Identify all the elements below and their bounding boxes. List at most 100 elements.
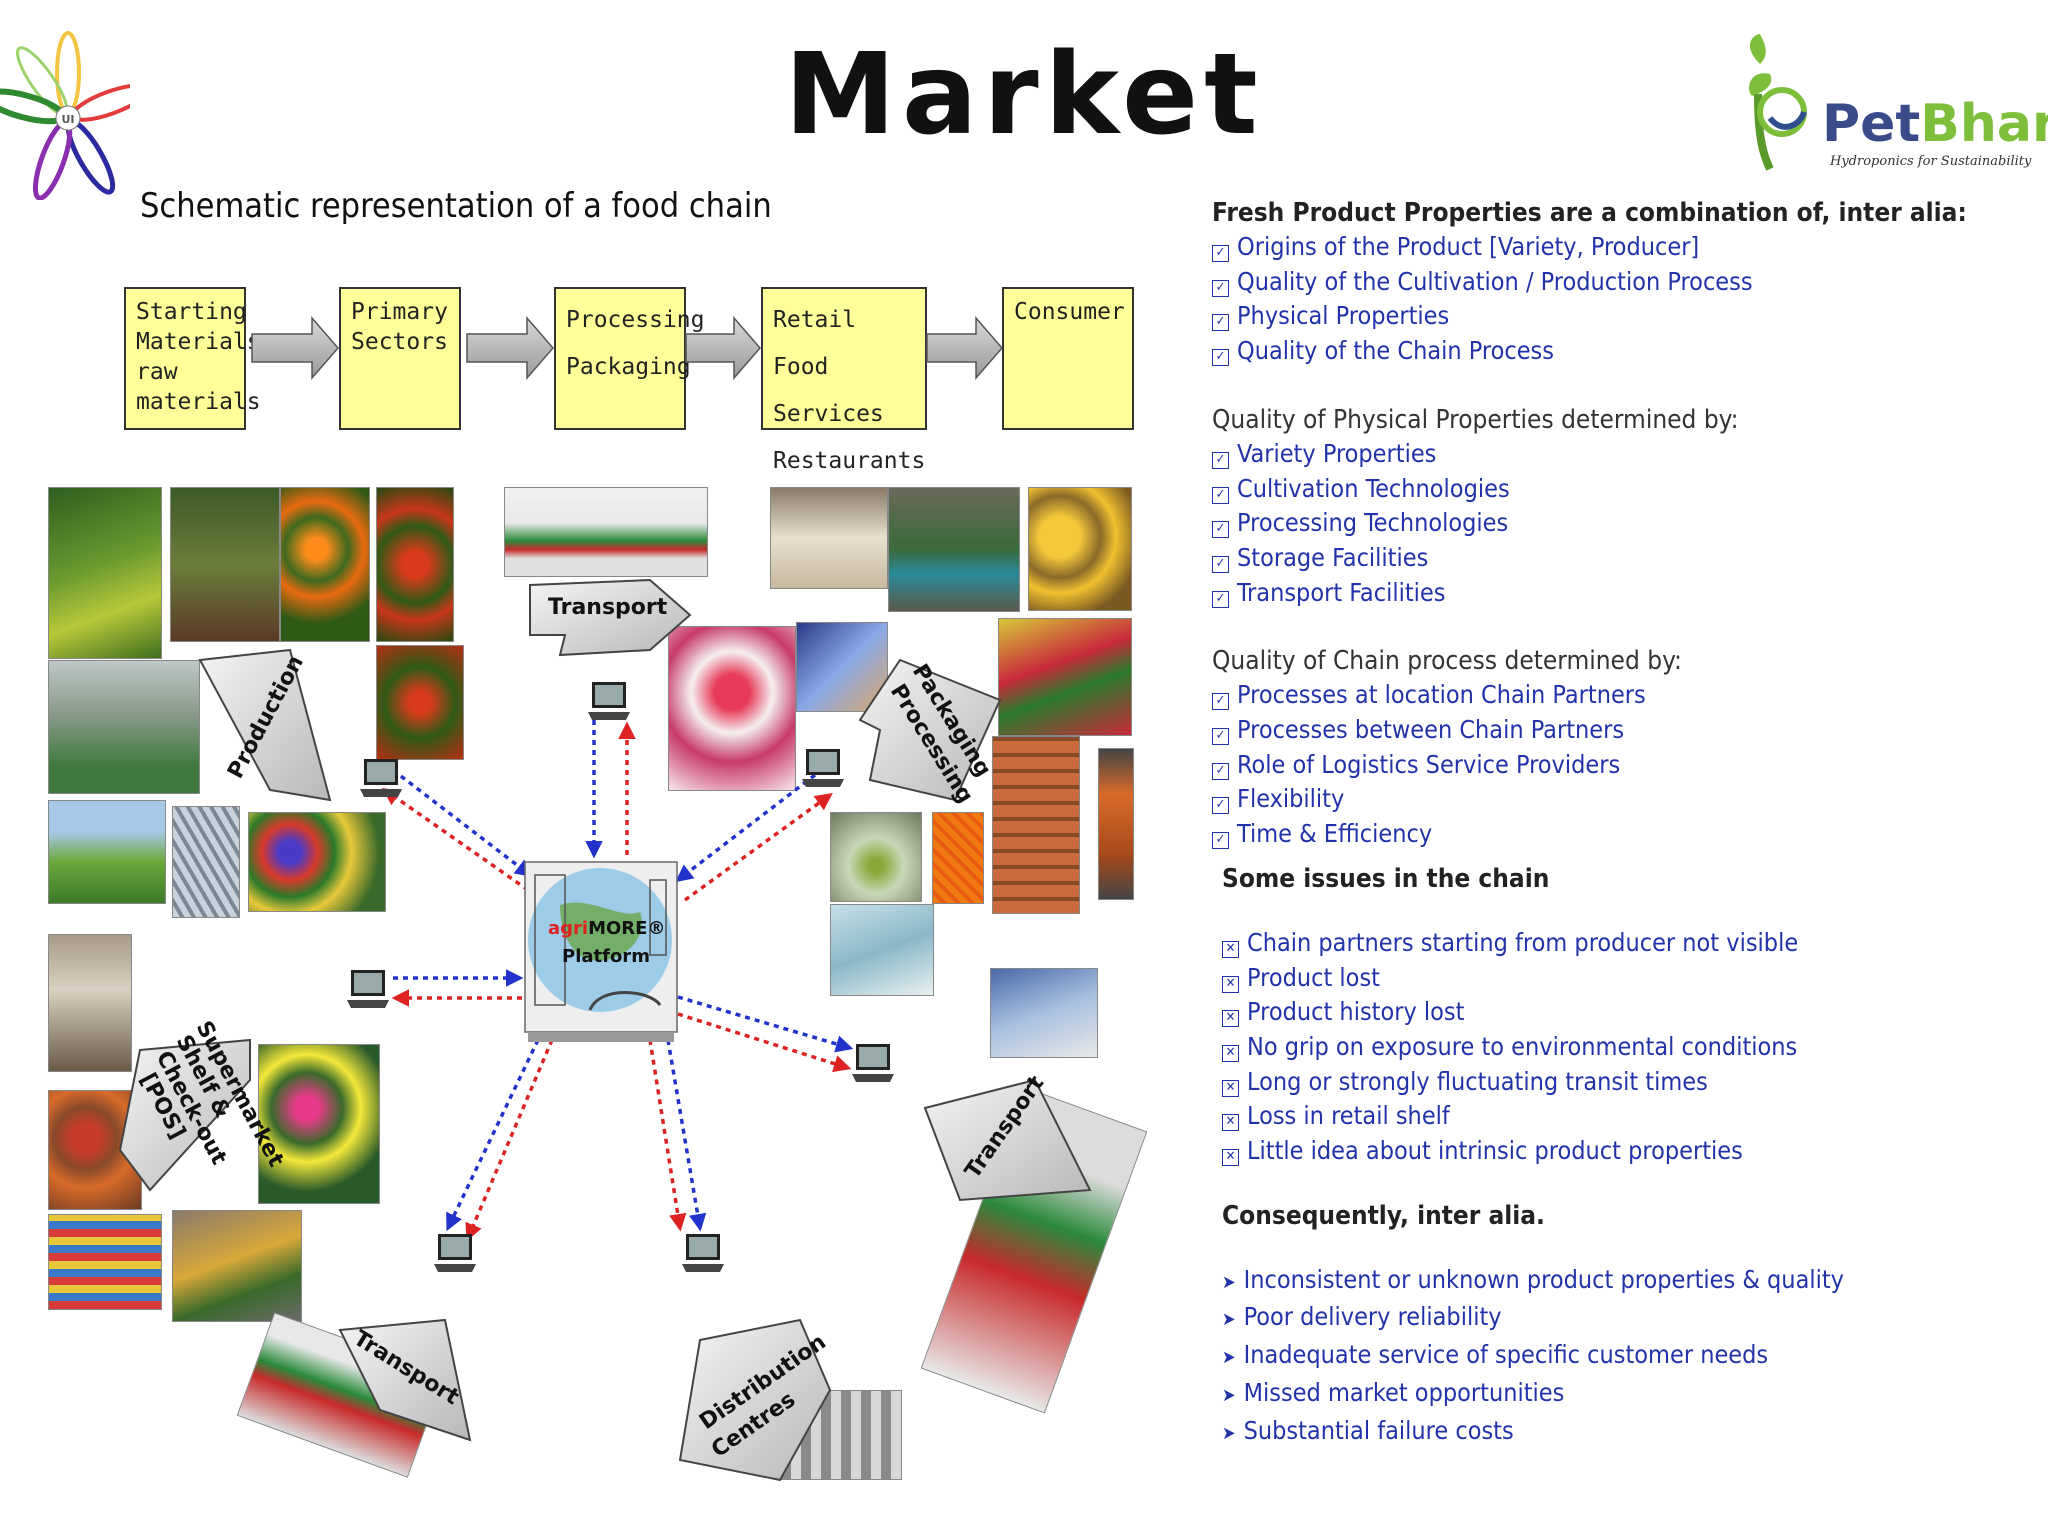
arrow-bullet-icon: ➤ (1222, 1309, 1236, 1331)
issues-list: ✕Chain partners starting from producer n… (1212, 926, 2032, 1169)
platform-prefix: agri (548, 918, 588, 939)
photo-packaged-food (796, 622, 888, 712)
checkbox-icon: ✓ (1212, 521, 1229, 539)
flow-box-line: Restaurants (773, 448, 926, 474)
list-item: ✕Product history lost (1222, 995, 2032, 1030)
photo-greenhouse-worker (48, 660, 200, 794)
list-item: ✕Little idea about intrinsic product pro… (1222, 1134, 2032, 1169)
list-item: ✓Processes at location Chain Partners (1212, 678, 2032, 713)
flower-logo-text: UI (61, 113, 74, 126)
list-item: ✓Storage Facilities (1212, 541, 2032, 576)
laptop-icon (347, 970, 389, 1008)
flow-box-processing-packaging: Processing Packaging (554, 287, 704, 430)
stage-arrow-production: Production (198, 648, 332, 802)
checkbox-icon: ✓ (1212, 451, 1229, 469)
photo-storage-hall (830, 812, 922, 902)
list-item: ✓Transport Facilities (1212, 576, 2032, 611)
petbharo-logo-icon (1749, 34, 1807, 171)
photo-tomatoes (376, 487, 454, 642)
photo-oranges-closeup (932, 812, 984, 904)
diagram-subtitle: Schematic representation of a food chain (140, 186, 772, 226)
checkbox-icon: ✓ (1212, 555, 1229, 573)
platform-network: Production Transport Packaging Processin… (118, 578, 1092, 1482)
logo-name-pet: Pet (1822, 94, 1921, 154)
photo-washing-line (830, 904, 934, 996)
checkbox-icon: ✓ (1212, 314, 1229, 332)
stage-label-transport-top: Transport (548, 595, 668, 620)
flow-box-consumer: Consumer (1002, 287, 1134, 430)
checkbox-icon: ✓ (1212, 279, 1229, 297)
photo-packhouse (888, 487, 1020, 612)
flow-box-line: Starting (136, 299, 247, 325)
photo-processing-line (770, 487, 888, 589)
laptop-icon (802, 749, 844, 787)
flow-arrow-icon (926, 315, 1003, 381)
flow-box-line: Packaging (566, 354, 691, 380)
flow-box-line: Consumer (1014, 299, 1125, 325)
flow-box-line: Food Services (773, 354, 884, 427)
checkbox-icon: ✓ (1212, 590, 1229, 608)
arrow-bullet-icon: ➤ (1222, 1347, 1236, 1369)
flower-logo-icon: UI (0, 31, 130, 200)
list-item: ➤Inadequate service of specific customer… (1222, 1338, 2032, 1376)
checkbox-icon: ✓ (1212, 797, 1229, 815)
stage-arrow-transport-right: Transport (923, 1071, 1092, 1202)
photo-truck-top (504, 487, 708, 577)
list-item: ✕Loss in retail shelf (1222, 1099, 2032, 1134)
physical-heading: Quality of Physical Properties determine… (1212, 404, 1739, 435)
flow-arrow-icon (685, 315, 761, 381)
checkbox-icon: ✕ (1222, 1079, 1239, 1097)
flow-box-line: raw (136, 359, 178, 385)
list-item: ✓Origins of the Product [Variety, Produc… (1212, 230, 2032, 265)
list-item: ✓Time & Efficiency (1212, 817, 2032, 852)
chain-heading: Quality of Chain process determined by: (1212, 646, 1682, 677)
arrow-bullet-icon: ➤ (1222, 1422, 1236, 1444)
flow-arrow-icon (466, 315, 554, 381)
photo-mango-boxes (1028, 487, 1132, 611)
checkbox-icon: ✓ (1212, 728, 1229, 746)
laptop-icon (360, 759, 402, 797)
photo-greenhouse-roof (172, 806, 240, 918)
checkbox-icon: ✓ (1212, 245, 1229, 262)
stage-arrow-supermarket: Supermarket Shelf & Check-out [POS] (118, 1017, 289, 1192)
stage-arrow-transport-top: Transport (529, 578, 692, 657)
flow-box-line: Sectors (351, 329, 448, 355)
checkbox-icon: ✕ (1222, 1044, 1239, 1062)
checkbox-icon: ✕ (1222, 940, 1239, 958)
flow-box-retail: Retail Food Services Restaurants (761, 287, 927, 474)
flow-box-line: Retail (773, 307, 857, 333)
physical-list: ✓Variety Properties ✓Cultivation Technol… (1212, 437, 2032, 611)
list-item: ✕No grip on exposure to environmental co… (1222, 1030, 2032, 1065)
checkbox-icon: ✓ (1212, 486, 1229, 504)
photo-supermarket-shelf (48, 1214, 162, 1310)
checkbox-icon: ✕ (1222, 975, 1239, 993)
photo-produce-display (172, 1210, 302, 1322)
chain-list: ✓Processes at location Chain Partners ✓P… (1212, 678, 2032, 852)
list-item: ➤Poor delivery reliability (1222, 1300, 2032, 1338)
photo-flower-shop (258, 1044, 380, 1204)
list-item: ✕Long or strongly fluctuating transit ti… (1222, 1065, 2032, 1100)
photo-mangoes (48, 487, 162, 659)
list-item: ➤Missed market opportunities (1222, 1376, 2032, 1414)
list-item: ✓Processing Technologies (1212, 506, 2032, 541)
photo-pallets (992, 736, 1080, 914)
logo-tagline: Hydroponics for Sustainability (1830, 154, 2032, 169)
list-item: ➤Inconsistent or unknown product propert… (1222, 1263, 2032, 1301)
list-item: ✓Cultivation Technologies (1212, 472, 2032, 507)
right-panel: Fresh Product Properties are a combinati… (1212, 196, 2032, 1451)
photo-airplane (990, 968, 1098, 1058)
platform-main: MORE® (588, 918, 665, 939)
checkbox-icon: ✕ (1222, 1010, 1239, 1028)
flow-arrows (251, 315, 1003, 381)
consequently-heading: Consequently, inter alia. (1222, 1200, 1545, 1231)
platform-label: agriMORE® (548, 918, 665, 939)
laptop-icon (588, 682, 630, 720)
list-item: ✓Physical Properties (1212, 299, 2032, 334)
checkbox-icon: ✓ (1212, 832, 1229, 850)
stage-arrow-transport-bottom: Transport (338, 1318, 472, 1442)
list-item: ✕Product lost (1222, 961, 2032, 996)
list-item: ✓Processes between Chain Partners (1212, 713, 2032, 748)
list-item: ✓Flexibility (1212, 782, 2032, 817)
issues-heading: Some issues in the chain (1222, 863, 1550, 894)
consequently-list: ➤Inconsistent or unknown product propert… (1212, 1263, 2032, 1452)
